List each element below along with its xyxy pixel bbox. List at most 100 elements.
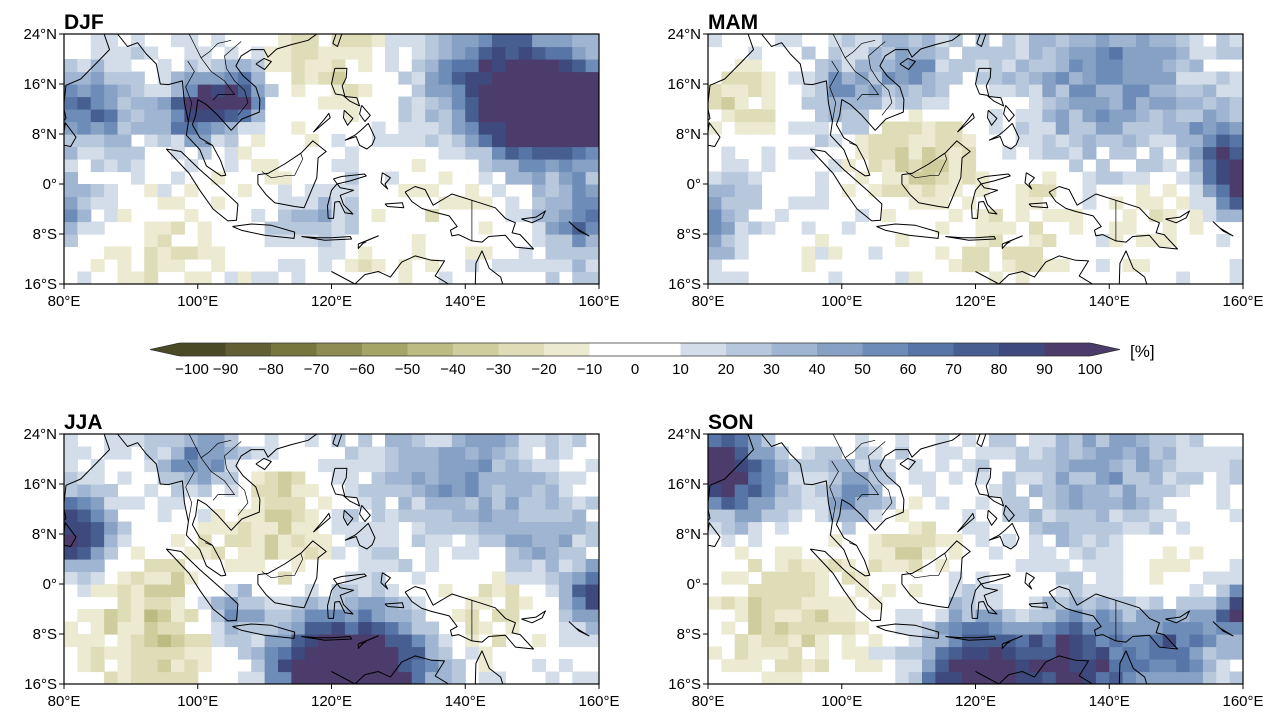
lon-tick-label-son: 120°E (955, 693, 996, 710)
coastlines-son (708, 434, 1234, 684)
panel-title-mam: MAM (708, 11, 759, 34)
lon-tick-label-son: 140°E (1089, 693, 1130, 710)
colorbar-label: 80 (991, 361, 1008, 378)
lon-tick-label-jja: 160°E (578, 693, 619, 710)
colorbar-swatch (544, 343, 590, 356)
colorbar-swatch (999, 343, 1045, 356)
panel-title-djf: DJF (64, 11, 104, 34)
colorbar-label: 60 (900, 361, 917, 378)
lat-tick-label-jja: 0° (43, 576, 57, 593)
colorbar-outline (149, 342, 1121, 357)
borders-jja (185, 434, 473, 645)
lat-tick-label-mam: 16°N (667, 76, 701, 93)
colorbar-label: 20 (718, 361, 735, 378)
colorbar-swatch (498, 343, 545, 356)
colorbar-label: 40 (809, 361, 826, 378)
colorbar-swatch (453, 343, 499, 356)
colorbar-swatch (862, 343, 909, 356)
lat-tick-label-mam: 8°S (677, 226, 701, 243)
lat-tick-label-son: 16°N (667, 476, 701, 493)
lat-tick-label-djf: 16°N (23, 76, 57, 93)
colorbar-label: 10 (672, 361, 689, 378)
coastlines-mam (708, 34, 1234, 284)
borders-djf (185, 34, 473, 245)
colorbar-swatch (316, 343, 363, 356)
colorbar-label: 0 (631, 361, 639, 378)
lat-tick-label-jja: 8°S (33, 626, 57, 643)
colorbar-label: −90 (213, 361, 238, 378)
colorbar-swatch (407, 343, 454, 356)
lat-tick-label-son: 24°N (667, 426, 701, 443)
colorbar-swatch (362, 343, 408, 356)
lon-tick-label-son: 160°E (1222, 693, 1263, 710)
map-field-djf (64, 34, 599, 284)
map-field-son (708, 434, 1243, 684)
lat-tick-label-mam: 0° (687, 176, 701, 193)
colorbar-left-arrow (150, 343, 226, 356)
lon-tick-label-djf: 80°E (48, 293, 81, 310)
colorbar-swatch (953, 343, 1000, 356)
colorbar-swatch (635, 343, 681, 356)
lon-tick-label-mam: 100°E (821, 293, 862, 310)
colorbar-right-arrow (1044, 343, 1120, 356)
lon-tick-label-djf: 100°E (177, 293, 218, 310)
colorbar-label: −70 (304, 361, 329, 378)
colorbar-swatch (680, 343, 727, 356)
colorbar-swatch (817, 343, 863, 356)
lon-tick-label-jja: 100°E (177, 693, 218, 710)
colorbar-label: −100 (175, 361, 209, 378)
lat-tick-label-djf: 8°S (33, 226, 57, 243)
panel-title-jja: JJA (64, 411, 103, 434)
lon-tick-label-son: 100°E (821, 693, 862, 710)
coastlines-djf (64, 34, 590, 284)
lon-tick-label-mam: 160°E (1222, 293, 1263, 310)
map-field-jja (64, 434, 599, 684)
colorbar-swatch (271, 343, 317, 356)
colorbar-label: −10 (577, 361, 602, 378)
colorbar-label: −80 (258, 361, 283, 378)
lon-tick-label-jja: 140°E (445, 693, 486, 710)
lon-tick-label-djf: 120°E (311, 293, 352, 310)
panel-title-son: SON (708, 411, 754, 434)
map-field-mam (708, 34, 1243, 284)
colorbar-label: −40 (440, 361, 465, 378)
lat-tick-label-jja: 24°N (23, 426, 57, 443)
lon-tick-label-jja: 120°E (311, 693, 352, 710)
lat-tick-label-djf: 0° (43, 176, 57, 193)
lon-tick-label-mam: 80°E (692, 293, 725, 310)
colorbar-swatch (589, 343, 636, 356)
colorbar-label: 90 (1036, 361, 1053, 378)
colorbar-swatches (150, 343, 1120, 356)
borders-son (829, 434, 1117, 645)
lon-tick-label-son: 80°E (692, 693, 725, 710)
colorbar-swatch (726, 343, 772, 356)
lat-tick-label-mam: 16°S (668, 276, 701, 293)
lat-tick-label-mam: 8°N (676, 126, 701, 143)
colorbar-label: 50 (854, 361, 871, 378)
colorbar-label: −30 (486, 361, 511, 378)
colorbar-swatch (771, 343, 818, 356)
lon-tick-label-jja: 80°E (48, 693, 81, 710)
coastlines-jja (64, 434, 590, 684)
lat-tick-label-jja: 8°N (32, 526, 57, 543)
lat-tick-label-son: 8°N (676, 526, 701, 543)
lon-tick-label-mam: 120°E (955, 293, 996, 310)
colorbar-swatch (225, 343, 272, 356)
colorbar-label: −20 (531, 361, 556, 378)
lat-tick-label-son: 8°S (677, 626, 701, 643)
colorbar-label: −60 (349, 361, 374, 378)
colorbar-swatch (908, 343, 954, 356)
lat-tick-label-djf: 8°N (32, 126, 57, 143)
lat-tick-label-djf: 16°S (24, 276, 57, 293)
lat-tick-label-son: 16°S (668, 676, 701, 693)
colorbar-label: 70 (945, 361, 962, 378)
lat-tick-label-jja: 16°N (23, 476, 57, 493)
borders-mam (829, 34, 1117, 245)
lon-tick-label-djf: 160°E (578, 293, 619, 310)
